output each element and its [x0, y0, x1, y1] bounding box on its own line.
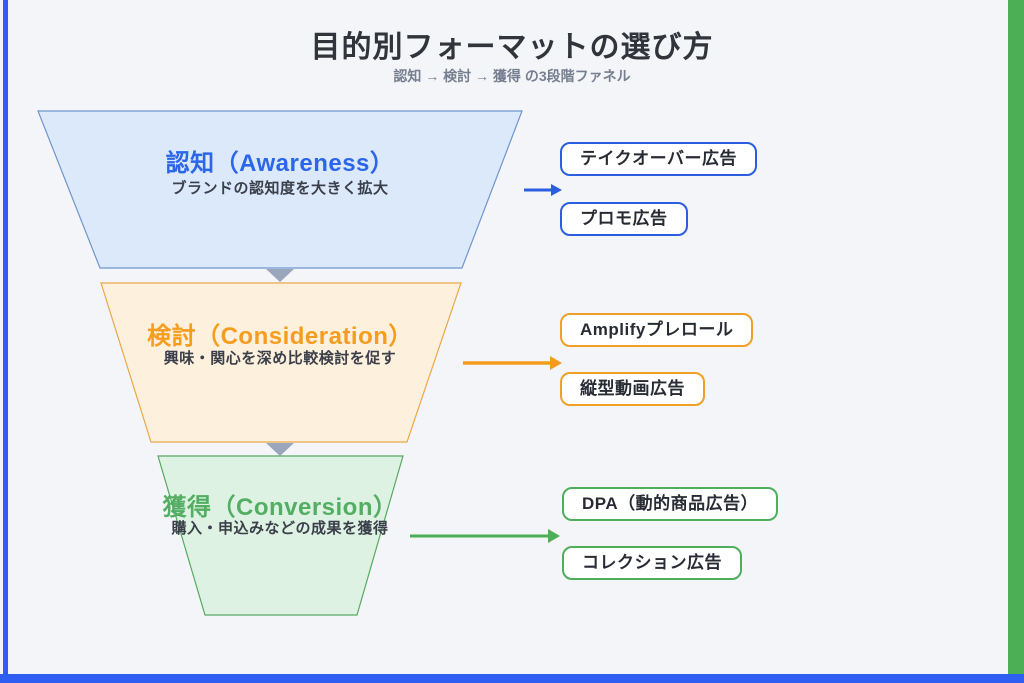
format-box-collection-ad: コレクション広告	[562, 546, 742, 580]
stage-consideration-description: 興味・関心を深め比較検討を促す	[163, 350, 397, 367]
format-box-promo-ad: プロモ広告	[560, 202, 688, 236]
chevron-down-icon	[266, 269, 294, 282]
arrow-right-icon-green	[410, 529, 560, 543]
stage-awareness-description: ブランドの認知度を大きく拡大	[171, 180, 389, 197]
format-box-takeover-ad: テイクオーバー広告	[560, 142, 757, 176]
page-title: 目的別フォーマットの選び方	[310, 31, 714, 64]
stage-awareness-label: 認知（Awareness）	[165, 150, 395, 177]
funnel-stage-conversion-shape	[157, 455, 404, 616]
stage-conversion-label: 獲得（Conversion）	[162, 494, 398, 521]
stage-consideration-label: 検討（Consideration）	[147, 323, 413, 350]
page-subtitle: 認知 → 検討 → 獲得 の3段階ファネル	[393, 68, 631, 84]
format-box-amplify-preroll: Amplifyプレロール	[560, 313, 754, 347]
funnel-stage-consideration-shape	[100, 282, 462, 443]
right-accent-bar	[1008, 0, 1024, 674]
arrow-right-icon-blue	[524, 184, 562, 196]
chevron-down-icon	[266, 443, 294, 456]
format-box-dpa: DPA（動的商品広告）	[562, 487, 779, 521]
arrow-right-icon-orange	[463, 356, 562, 370]
bottom-accent-bar	[0, 674, 1024, 683]
format-box-vertical-video-ad: 縦型動画広告	[560, 372, 705, 406]
stage-conversion-description: 購入・申込みなどの成果を獲得	[171, 520, 389, 537]
funnel-stage-awareness-shape	[37, 110, 523, 269]
left-accent-bar	[3, 0, 8, 675]
